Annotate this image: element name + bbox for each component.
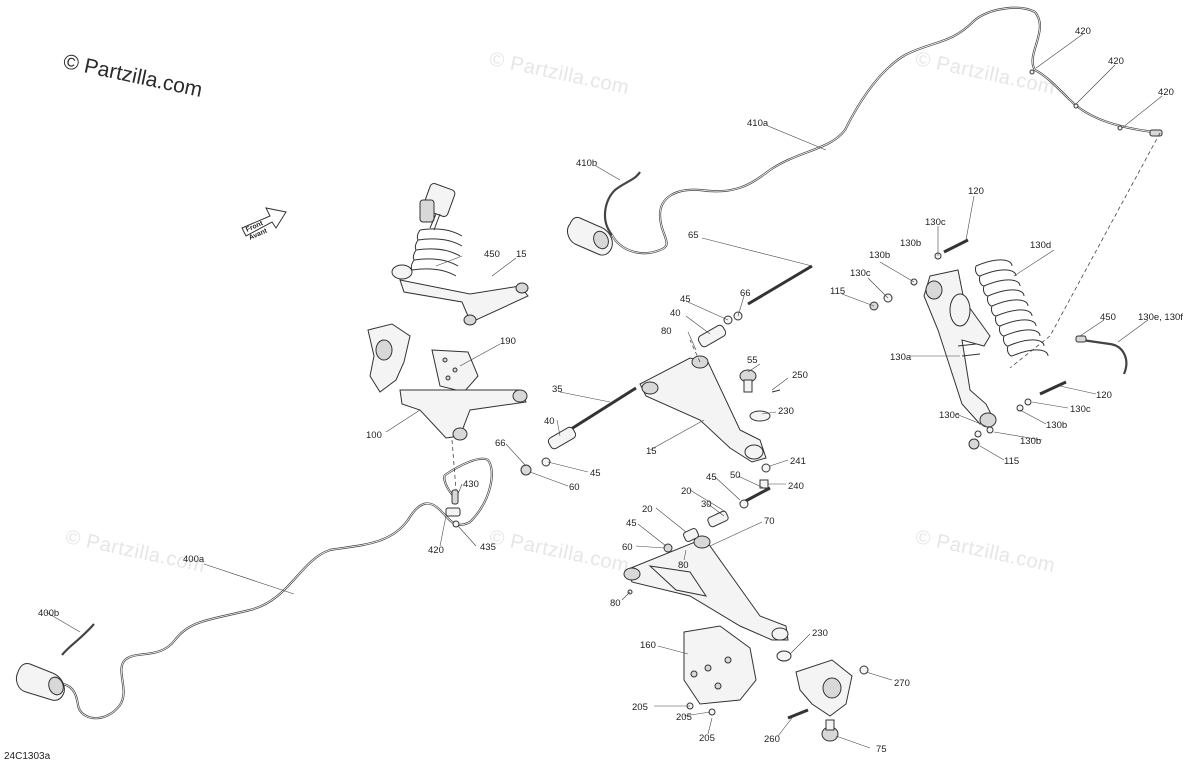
line-130ef [1075, 335, 1128, 375]
reservoir-line-400a [61, 457, 493, 720]
callout-66: 66 [495, 438, 506, 449]
callout-60: 60 [622, 542, 633, 553]
callout-130c: 130c [1070, 404, 1091, 415]
callout-450: 450 [484, 249, 500, 260]
callout-205: 205 [632, 702, 648, 713]
callout-130b: 130b [869, 250, 890, 261]
reservoir-410b [567, 171, 641, 256]
callout-400b: 400b [38, 608, 59, 619]
callout-35: 35 [552, 384, 563, 395]
callout-45: 45 [590, 468, 601, 479]
right-shock-130a [923, 269, 997, 428]
callout-100: 100 [366, 430, 382, 441]
callout-450: 450 [1100, 312, 1116, 323]
callout-labels: 420 420 420 410a 410b 65 120 130c 130b 1… [38, 26, 1183, 755]
callout-20: 20 [642, 504, 653, 515]
callout-80: 80 [661, 326, 672, 337]
ball-joint-55 [739, 369, 781, 422]
callout-130c: 130c [850, 268, 871, 279]
callout-420: 420 [1158, 87, 1174, 98]
hardware-240-241 [759, 463, 771, 489]
lower-a-arm-70 [623, 535, 789, 641]
callout-410a: 410a [747, 118, 769, 129]
callout-420: 420 [428, 545, 444, 556]
reservoir-line-410a [611, 6, 1163, 255]
dashed-connections [451, 132, 1161, 491]
ring-230 [776, 650, 792, 662]
knuckle-left [367, 323, 411, 393]
callout-30: 30 [701, 499, 712, 510]
callout-420: 420 [1075, 26, 1091, 37]
callout-15: 15 [516, 249, 527, 260]
callout-205: 205 [676, 712, 692, 723]
callout-115: 115 [1004, 456, 1019, 467]
callout-60: 60 [569, 482, 580, 493]
callout-15: 15 [646, 446, 657, 457]
callout-230: 230 [812, 628, 828, 639]
callout-270: 270 [894, 678, 910, 689]
callout-400a: 400a [183, 554, 205, 565]
lower-a-arm-left-100 [399, 389, 528, 441]
bracket-160 [683, 625, 757, 716]
callout-50: 50 [730, 470, 741, 481]
callout-130d: 130d [1030, 240, 1051, 251]
callout-130a: 130a [890, 352, 912, 363]
callout-45: 45 [706, 472, 717, 483]
callout-160: 160 [640, 640, 656, 651]
upper-a-arm-left [399, 279, 529, 326]
spring-130d [975, 259, 1049, 357]
callout-430: 430 [463, 479, 479, 490]
callout-45: 45 [680, 294, 691, 305]
callout-65: 65 [688, 230, 699, 241]
diagram-id: 24C1303a [4, 751, 51, 762]
reservoir-400b [15, 623, 95, 701]
callout-40: 40 [544, 416, 555, 427]
callout-80: 80 [678, 560, 689, 571]
callout-120: 120 [968, 186, 984, 197]
callout-241: 241 [790, 456, 806, 467]
front-arrow-icon: Front Avant [241, 207, 287, 242]
callout-130e-130f: 130e, 130f [1138, 312, 1183, 323]
callout-435: 435 [480, 542, 496, 553]
callout-190: 190 [500, 336, 516, 347]
callout-250: 250 [792, 370, 808, 381]
callout-120: 120 [1096, 390, 1112, 401]
callout-130b: 130b [1020, 436, 1041, 447]
right-shock-hardware [869, 238, 1067, 450]
callout-130b: 130b [900, 238, 921, 249]
callout-75: 75 [876, 744, 887, 755]
left-shock-absorber-15 [391, 183, 463, 280]
callout-420: 420 [1108, 56, 1124, 67]
callout-40: 40 [670, 308, 681, 319]
callout-205: 205 [699, 733, 715, 744]
callout-70: 70 [764, 516, 775, 527]
callout-240: 240 [788, 481, 804, 492]
knuckle-right [787, 659, 869, 742]
callout-80: 80 [610, 598, 621, 609]
callout-55: 55 [747, 355, 758, 366]
callout-410b: 410b [576, 158, 597, 169]
bushings-upper [520, 311, 743, 476]
callout-20: 20 [681, 486, 692, 497]
leader-lines [45, 33, 1163, 749]
callout-45: 45 [626, 518, 637, 529]
callout-130c: 130c [925, 217, 946, 228]
callout-115: 115 [830, 286, 845, 297]
callout-230: 230 [778, 406, 794, 417]
bracket-190 [431, 349, 479, 393]
callout-66: 66 [740, 288, 751, 299]
line-fitting-430 [445, 489, 461, 528]
pivot-bolt-65 [747, 264, 813, 306]
callout-130b: 130b [1046, 420, 1067, 431]
callout-130c: 130c [939, 410, 960, 421]
callout-260: 260 [764, 734, 780, 745]
